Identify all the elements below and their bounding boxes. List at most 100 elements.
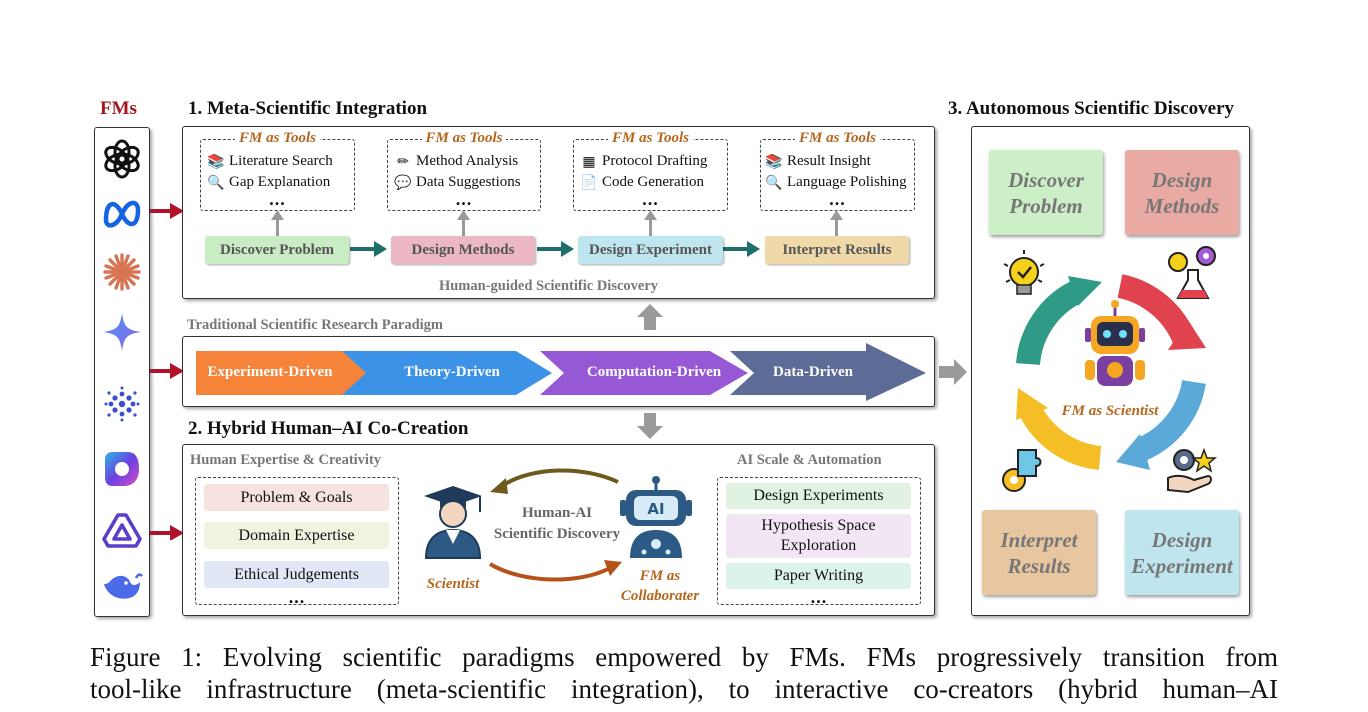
robot-collaborator-icon: AI: [620, 476, 692, 558]
tool-ellipsis: ...: [269, 189, 286, 209]
puzzle-gear-icon: [1002, 449, 1042, 492]
scientist-label: Scientist: [426, 576, 480, 592]
human-item: Domain Expertise: [204, 522, 389, 549]
pencil-icon: ✏: [397, 153, 409, 170]
ai-item: Paper Writing: [726, 563, 911, 589]
claude-logo-icon: [103, 253, 141, 291]
stage-interpret-results: Interpret Results: [765, 236, 909, 264]
tool-item: Gap Explanation: [229, 174, 331, 190]
chevron-label: Data-Driven: [773, 364, 853, 380]
paradigm-label: Traditional Scientific Research Paradigm: [187, 317, 444, 333]
openai-logo-icon: [104, 139, 140, 179]
figure-caption: Figure 1: Evolving scientific paradigms …: [90, 641, 1278, 705]
mistral-logo-icon: [104, 386, 140, 422]
tool-ellipsis: ...: [829, 189, 846, 209]
scientist-icon: [424, 486, 482, 559]
chevron-experiment: [196, 351, 368, 395]
ai-scale-box: [717, 477, 921, 605]
autonomous-cycle: [1002, 246, 1218, 494]
up-gray-arrow-icon: [637, 304, 663, 330]
deepseek-logo-icon: [104, 573, 143, 599]
caption-line-1: Figure 1: Evolving scientific paradigms …: [90, 642, 1278, 672]
stage-design-methods: Design Methods: [391, 236, 535, 264]
co-creation-arrows: [488, 468, 622, 582]
tool-head-label: FM as Tools: [421, 130, 507, 146]
chevron-theory: [342, 351, 552, 395]
tool-head-label: FM as Tools: [235, 130, 320, 146]
human-item: Ethical Judgements: [204, 561, 389, 588]
tool-item: Literature Search: [229, 153, 333, 169]
collaborator-label-line: Collaborater: [620, 588, 700, 604]
robot-scientist-icon: [1085, 300, 1145, 386]
tool-head-label: FM as Tools: [608, 130, 693, 146]
chevron-data: [730, 343, 926, 401]
tool-box-1: FM as Tools 📚Literature Search 🔍Gap Expl…: [200, 130, 355, 211]
tool-item: Result Insight: [787, 153, 871, 169]
fm-as-scientist-label: FM as Scientist: [1061, 403, 1159, 419]
books-icon: 📚: [765, 153, 783, 170]
collaborator-label: FM as Collaborater: [606, 566, 714, 606]
up-arrow-icons: [271, 210, 843, 236]
tool-ellipsis: ...: [455, 189, 473, 209]
tool-ellipsis: ...: [642, 189, 659, 209]
qwen-logo-icon: [102, 513, 142, 548]
right-gray-arrow-icon: [939, 359, 967, 385]
arrow-head-icon: [490, 478, 508, 494]
down-gray-arrow-icon: [637, 413, 663, 439]
card-design-experiment: Design Experiment: [1125, 510, 1239, 595]
gemini-logo-icon: [103, 313, 141, 351]
human-ellipsis: ...: [288, 587, 306, 607]
document-icon: 📄: [580, 174, 598, 191]
paradigm-chevrons: [196, 343, 926, 401]
chevron-label: Theory-Driven: [404, 364, 500, 380]
fms-logo-panel: [94, 127, 150, 617]
chevron-label: Experiment-Driven: [207, 364, 333, 380]
section1-connectors: [271, 210, 843, 257]
human-item: Problem & Goals: [204, 484, 389, 511]
tool-item: Protocol Drafting: [602, 153, 708, 169]
ai-scale-head: AI Scale & Automation: [737, 452, 882, 468]
books-icon: 📚: [207, 153, 225, 170]
stage-discover-problem: Discover Problem: [205, 236, 349, 264]
fms-title: FMs: [100, 98, 137, 119]
arrow-head-icon: [604, 560, 622, 576]
human-expertise-head: Human Expertise & Creativity: [190, 452, 382, 468]
magnifier-icon: 🔍: [765, 174, 783, 191]
collaborator-label-line: FM as: [639, 568, 681, 584]
tool-item: Code Generation: [602, 174, 705, 190]
center-label-line: Scientific Discovery: [493, 526, 621, 542]
tool-item: Language Polishing: [787, 174, 907, 190]
magnifier-icon: 🔍: [207, 174, 225, 191]
tool-box-3: FM as Tools ▦ Protocol Drafting 📄Code Gen…: [573, 130, 728, 211]
lightbulb-check-icon: [1003, 250, 1045, 295]
stage-arrow-icons: [350, 241, 760, 257]
chevron-computation: [540, 351, 748, 395]
copilot-logo-icon: [105, 452, 139, 486]
svg-text:AI: AI: [647, 500, 664, 518]
fms-arrow-icons: [150, 203, 184, 540]
meta-logo-icon: [103, 200, 141, 228]
tool-item: Method Analysis: [416, 153, 519, 169]
center-label: Human-AI Scientific Discovery: [486, 503, 628, 545]
hand-gear-icon: [1167, 447, 1218, 494]
chat-icon: 💬: [394, 174, 412, 191]
tool-box-2: FM as Tools ✏ Method Analysis 💬Data Sugge…: [387, 130, 541, 211]
section3-title: 3. Autonomous Scientific Discovery: [948, 98, 1235, 119]
section1-footer: Human-guided Scientific Discovery: [438, 278, 659, 294]
card-interpret-results: Interpret Results: [982, 510, 1096, 595]
ai-item: Hypothesis Space Exploration: [726, 514, 911, 558]
tool-box-4: FM as Tools 📚Result Insight 🔍Language Po…: [760, 130, 915, 211]
flask-gear-icon: [1168, 246, 1216, 299]
center-label-line: Human-AI: [521, 505, 592, 521]
cycle-arrows: [1016, 274, 1206, 470]
stage-design-experiment: Design Experiment: [578, 236, 723, 264]
fms-logo-strip: [102, 139, 143, 599]
human-expertise-box: [195, 477, 399, 605]
card-discover-problem: Discover Problem: [989, 150, 1103, 235]
tool-item: Data Suggestions: [416, 174, 521, 190]
ai-item: Design Experiments: [726, 483, 911, 509]
grid-icon: ▦: [582, 153, 596, 170]
fms-arrows: [150, 203, 184, 540]
tool-head-label: FM as Tools: [795, 130, 880, 146]
section2-title: 2. Hybrid Human–AI Co-Creation: [188, 418, 469, 439]
